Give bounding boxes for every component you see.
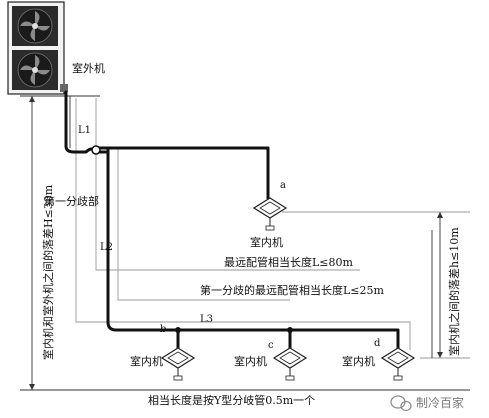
footnote: 相当长度是按Y型分岐管0.5m一个 [148,393,315,407]
outdoor-unit [7,1,68,95]
indoor-unit-b [160,347,196,381]
point-a-label: a [280,180,286,191]
outdoor-unit-label: 室外机 [72,61,105,75]
point-c-label: c [268,340,274,351]
outdoor-indoor-drop-label: 室内机和室外机之间的落差H≤30m [41,184,55,360]
watermark-text: 制冷百家 [416,395,464,410]
wechat-icon [390,395,412,412]
indoor-unit-a-label: 室内机 [250,235,283,249]
indoor-unit-d [380,347,416,381]
reference-lines [20,95,470,391]
indoor-unit-b-label: 室内机 [130,354,163,368]
label-L3: L3 [200,314,213,325]
fan-icon [17,52,53,88]
refrigerant-pipe [64,90,400,352]
point-d-label: d [374,338,381,349]
indoor-unit-c-label: 室内机 [234,354,267,368]
branch-node-c [287,327,293,333]
indoor-indoor-drop-label: 室内机之间的落差h≤10m [447,227,461,356]
label-L1: L1 [78,125,91,136]
indoor-unit-c [272,347,308,381]
fan-icon [17,8,53,44]
first-branch-label: 第一分歧部 [44,194,99,208]
indoor-unit-a [252,197,288,231]
watermark: 制冷百家 [390,395,464,412]
first-branch-node [91,145,101,155]
first-branch-farthest-label: 第一分歧的最远配管相当长度L≤25m [200,283,385,297]
branch-node-b [175,327,181,333]
label-L2: L2 [100,242,113,253]
farthest-length-label: 最远配管相当长度L≤80m [224,255,354,269]
point-b-label: b [160,324,166,335]
dimension-arrows [29,96,443,390]
indoor-unit-d-label: 室内机 [342,354,375,368]
